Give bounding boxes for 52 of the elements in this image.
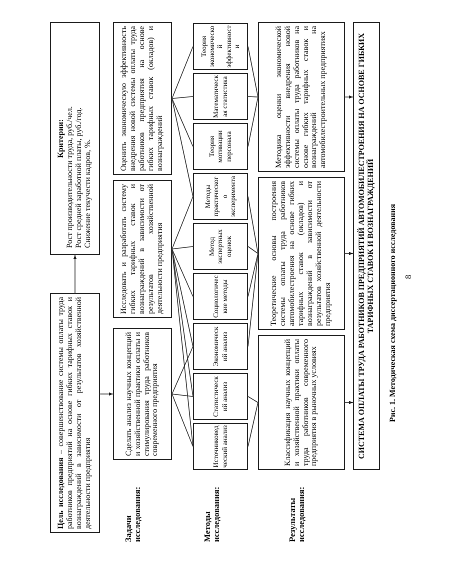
connector-line [172,96,194,99]
result-box [258,335,345,470]
method-box [193,123,248,170]
box-text: Методика оценки экономической эффективности внедрения новой системы оплаты труда работников на основе гибких тарифных ставок и вознаграждений на автомобилестроительных предприятиях [274,26,328,168]
box-text: Сделать анализ научных концепций и хозяйственной практики оплаты и стимулирования труда работников современного предприятия [124,332,160,456]
connector-line [172,98,194,147]
connector-line [248,253,258,297]
task-box [113,328,172,460]
connector-line [172,394,194,397]
row-heading: Задачи исследования: [124,486,143,542]
row-heading: Результаты исследования: [288,486,307,542]
method-box [193,423,248,470]
arrow [344,400,354,404]
box-text: Классификация научных концепций и хозяйственной практики оплаты труда работников современного предприятия в рыночных условиях [284,339,320,466]
box-text: Цель исследования – совершенствование системы оплаты труда работников предприятий на основе гибких тарифных ставок и вознаграждений в зависимости от результатов хозяйственной деятельности предприятия [57,297,93,529]
box-text: Снижение текучести кадров, %. [84,138,93,248]
connector-line [248,246,258,254]
arrow [344,95,354,99]
box-text: Рост средней заработной платы, руб./год. [75,106,84,248]
box-text: Исследовать и разработать систему гибких тарифных ставок и вознаграждений в зависимости от результатов хозяйственной деятельности предприятия [120,184,165,314]
method-box [193,273,248,320]
method-box [193,223,248,270]
result-box [258,177,345,330]
goal-box [50,293,100,533]
method-box [193,323,248,370]
connector-line [172,246,194,250]
method-box [193,23,248,70]
connector-line [172,248,194,297]
figure-caption: Рис. 1. Методическая схема диссертационного исследования [388,204,397,422]
box-text: Рост производительности труда, руб./чел. [66,105,75,248]
connector-line [248,402,258,447]
result-box [258,22,345,172]
connector-line [172,196,194,250]
page-number: 8 [404,274,414,279]
connector-line [248,396,258,403]
system-box [353,22,380,470]
criteria-box [50,22,100,255]
task-box [113,22,172,175]
method-box [193,373,248,420]
row-heading: Методы исследования: [203,486,222,542]
task-box [113,180,172,318]
box-text: Теоретические основы построения системы оплаты труда работников автомобилестроения на основе гибких тарифных ставок (окладов) и вознаграждений в зависимости от результатов хозяйственной деятельности предприятия [270,181,333,326]
box-heading: Критерии: [57,118,66,160]
connector-line [172,346,194,394]
connector-line [248,96,258,98]
arrow [100,392,114,396]
connector-line [172,46,194,99]
arrow [73,254,77,294]
method-box [193,173,248,220]
arrow [344,252,354,256]
method-box [193,73,248,120]
connector-line [172,394,194,447]
